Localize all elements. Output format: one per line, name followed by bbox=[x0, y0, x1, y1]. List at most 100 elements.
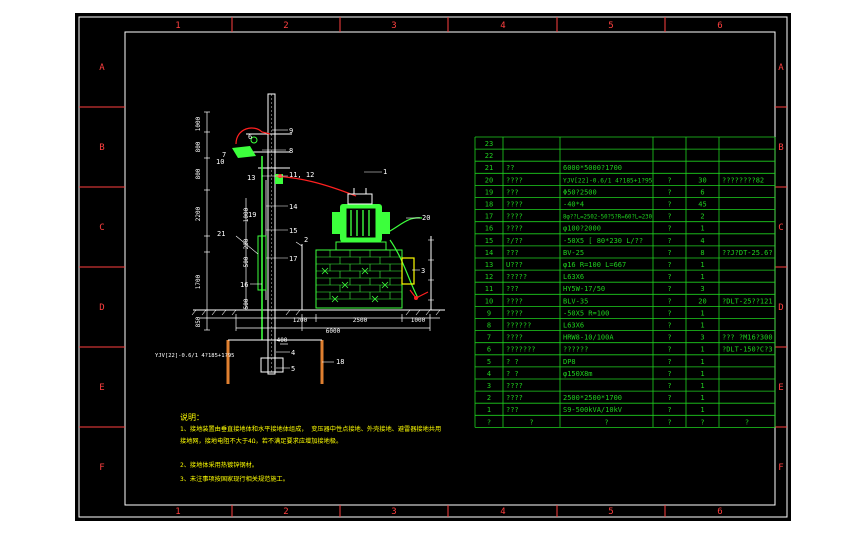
table-cell-no: 23 bbox=[485, 140, 493, 148]
table-cell-name: ???? bbox=[506, 394, 523, 402]
table-cell-name: ?? bbox=[506, 164, 514, 172]
table-cell-no: 16 bbox=[485, 225, 493, 233]
grid-ticks bbox=[79, 17, 787, 517]
table-cell-unit: ? bbox=[667, 297, 671, 305]
table-cell-no: 2 bbox=[487, 394, 491, 402]
table-header-cell: ? bbox=[487, 418, 491, 426]
dim-v-1000-mid: 1000 bbox=[243, 207, 250, 222]
table-cell-no: 13 bbox=[485, 261, 493, 269]
table-cell-qty: 8 bbox=[700, 249, 704, 257]
table-cell-qty: 30 bbox=[698, 176, 706, 184]
table-cell-name: ????? bbox=[506, 273, 527, 281]
protection-tube bbox=[257, 235, 267, 291]
row-label-right-c: C bbox=[778, 223, 783, 233]
table-cell-unit: ? bbox=[667, 273, 671, 281]
table-cell-no: 14 bbox=[485, 249, 493, 257]
callout-5: 5 bbox=[291, 365, 295, 373]
table-cell-unit: ? bbox=[667, 394, 671, 402]
table-cell-spec: Φ50?2500 bbox=[563, 188, 597, 196]
brick-courses bbox=[316, 250, 402, 300]
table-cell-qty: 1 bbox=[700, 406, 704, 414]
callout-numbers: 1 2 3 4 5 6 7 8 9 10 11, 12 13 14 15 16 … bbox=[216, 127, 430, 373]
table-cell-name: ???? bbox=[506, 225, 523, 233]
table-cell-no: 7 bbox=[487, 334, 491, 342]
callout-19: 19 bbox=[248, 211, 256, 219]
table-cell-qty: 6 bbox=[700, 188, 704, 196]
table-cell-qty: 1 bbox=[700, 358, 704, 366]
callout-10: 10 bbox=[216, 158, 224, 166]
table-cell-qty: 2 bbox=[700, 213, 704, 221]
table-cell-no: 5 bbox=[487, 358, 491, 366]
callout-21: 21 bbox=[217, 230, 225, 238]
col-label-top-6: 6 bbox=[717, 21, 722, 31]
dim-h-1200: 1200 bbox=[293, 317, 308, 324]
table-cell-spec: BV-25 bbox=[563, 249, 584, 257]
table-cell-unit: ? bbox=[667, 406, 671, 414]
table-header-cell: ? bbox=[745, 418, 749, 426]
notes-title: 说明： bbox=[180, 412, 204, 422]
dim-v-500-a: 500 bbox=[243, 256, 250, 267]
row-label-right-b: B bbox=[778, 143, 783, 153]
transformer-conservator bbox=[347, 193, 373, 205]
col-label-top-2: 2 bbox=[283, 21, 288, 31]
table-cell-name: ???? bbox=[506, 334, 523, 342]
table-cell-unit: ? bbox=[667, 322, 671, 330]
row-label-left-a: A bbox=[99, 63, 105, 73]
table-cell-qty: 1 bbox=[700, 273, 704, 281]
table-cell-spec: HY5W-17/50 bbox=[563, 285, 605, 293]
col-label-bottom-4: 4 bbox=[500, 507, 505, 517]
table-cell-unit: ? bbox=[667, 334, 671, 342]
row-label-left-d: D bbox=[99, 303, 104, 313]
lightning-arrester bbox=[275, 174, 283, 184]
col-label-bottom-5: 5 bbox=[608, 507, 613, 517]
vertical-dimension-values: 1000 800 800 2200 1000 200 500 1700 500 … bbox=[195, 116, 250, 327]
table-cell-unit: ? bbox=[667, 176, 671, 184]
table-cell-spec: ?????? bbox=[563, 346, 588, 354]
table-cell-no: 6 bbox=[487, 346, 491, 354]
dim-v-200: 200 bbox=[243, 238, 250, 249]
dim-v-1700: 1700 bbox=[195, 274, 202, 289]
table-cell-qty: 4 bbox=[700, 237, 704, 245]
table-cell-note: ??J?DT-25.6? bbox=[722, 249, 773, 257]
table-cell-name: ? ? bbox=[506, 370, 519, 378]
notes-line-1: 1、接地装置由垂直接地体和水平接地体组成， 变压器中性点接地、外壳接地、避雷器接… bbox=[180, 425, 441, 433]
table-cell-qty: 1 bbox=[700, 370, 704, 378]
table-cell-no: 12 bbox=[485, 273, 493, 281]
notes-line-3: 2、接地体采用热镀锌钢材。 bbox=[180, 461, 258, 469]
table-cell-name: ?/?? bbox=[506, 237, 523, 245]
callout-8: 8 bbox=[289, 147, 293, 155]
dim-h-400: 400 bbox=[277, 337, 288, 344]
callout-7: 7 bbox=[222, 151, 226, 159]
callout-17: 17 bbox=[289, 255, 297, 263]
callout-18: 18 bbox=[336, 358, 344, 366]
col-label-top-3: 3 bbox=[391, 21, 396, 31]
table-cell-no: 3 bbox=[487, 382, 491, 390]
col-label-bottom-3: 3 bbox=[391, 507, 396, 517]
dim-v-850: 850 bbox=[195, 316, 202, 327]
callout-2: 2 bbox=[304, 236, 308, 244]
table-cell-unit: ? bbox=[667, 188, 671, 196]
row-label-left-e: E bbox=[99, 383, 104, 393]
table-header-cell: ? bbox=[604, 418, 608, 426]
col-label-bottom-2: 2 bbox=[283, 507, 288, 517]
parts-table: 232221??6000*5000?170020????YJV[22]-0.6/… bbox=[474, 136, 776, 428]
callout-3: 3 bbox=[421, 267, 425, 275]
table-cell-note: ?DLT-150?C?3 bbox=[722, 346, 773, 354]
table-cell-no: 1 bbox=[487, 406, 491, 414]
table-cell-no: 18 bbox=[485, 201, 493, 209]
table-cell-qty: 1 bbox=[700, 261, 704, 269]
table-cell-note: ?DLT-25??121 bbox=[722, 297, 773, 305]
callout-13: 13 bbox=[247, 174, 255, 182]
design-notes: 说明： 1、接地装置由垂直接地体和水平接地体组成， 变压器中性点接地、外壳接地、… bbox=[180, 412, 441, 483]
table-cell-spec: L63X6 bbox=[563, 322, 584, 330]
cable-spec-label: YJV[22]-0.6/1 4?185+1?95 bbox=[155, 353, 234, 359]
table-cell-spec: 2500*2500*1700 bbox=[563, 394, 622, 402]
notes-line-2: 接地网，接地电阻不大于4Ω，若不满足要求应增加接地极。 bbox=[180, 437, 342, 445]
callout-6: 6 bbox=[248, 133, 252, 141]
table-cell-no: 22 bbox=[485, 152, 493, 160]
table-cell-name: ??? bbox=[506, 188, 519, 196]
dim-h-2500: 2500 bbox=[353, 317, 368, 324]
table-cell-qty: 1 bbox=[700, 322, 704, 330]
table-cell-spec: YJV[22]-0.6/1 4?185+1?95 bbox=[563, 177, 653, 184]
